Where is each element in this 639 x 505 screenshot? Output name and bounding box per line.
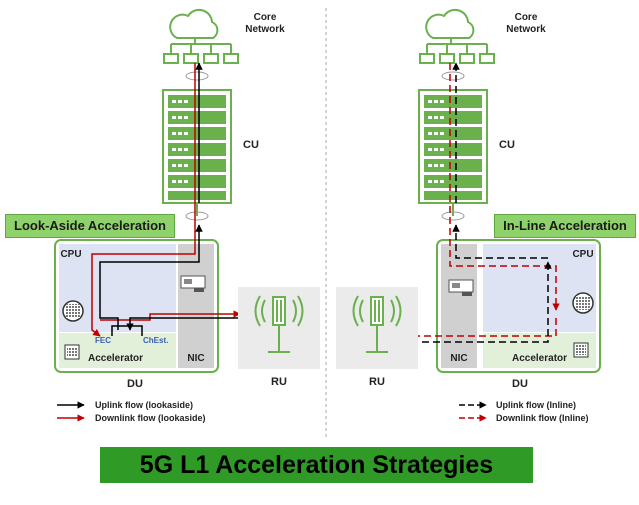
left-ru: RU xyxy=(238,287,320,388)
cloud-icon xyxy=(425,8,475,39)
left-du: CPU FEC ChEst. Accelerator NIC DU xyxy=(54,239,219,390)
du-label: DU xyxy=(512,378,528,390)
left-flows xyxy=(91,62,241,337)
right-du: CPU Accelerator NIC DU xyxy=(436,239,601,390)
nic-block xyxy=(178,244,214,368)
legend-uplink-label: Uplink flow (lookaside) xyxy=(95,400,193,410)
nic-label: NIC xyxy=(187,353,204,364)
cu-label: CU xyxy=(243,139,259,151)
left-cu-rack: CU xyxy=(162,71,259,221)
cloud-icon xyxy=(169,8,219,39)
rack-units xyxy=(424,95,482,200)
cpu-label: CPU xyxy=(60,249,81,260)
rack-units xyxy=(168,95,226,200)
accelerator-label: Accelerator xyxy=(512,353,567,364)
cpu-chip-icon xyxy=(62,300,84,322)
nic-card-icon xyxy=(180,275,206,292)
core-network-label-line1: Core xyxy=(254,12,277,23)
antenna-icon xyxy=(254,295,304,353)
core-network-label-line1: Core xyxy=(515,12,538,23)
left-core-network: Core Network xyxy=(163,8,285,64)
accelerator-chip-icon xyxy=(64,344,80,360)
page-title: 5G L1 Acceleration Strategies xyxy=(100,447,533,483)
accelerator-label: Accelerator xyxy=(88,353,143,364)
cu-label: CU xyxy=(499,139,515,151)
chest-label: ChEst. xyxy=(143,336,168,345)
right-cu-rack: CU xyxy=(418,71,515,221)
right-core-network: Core Network xyxy=(419,8,546,64)
right-flows xyxy=(399,62,560,343)
antenna-icon xyxy=(352,295,402,353)
core-network-label-line2: Network xyxy=(245,24,285,35)
cpu-label: CPU xyxy=(572,249,593,260)
nic-label: NIC xyxy=(450,353,467,364)
du-label: DU xyxy=(127,378,143,390)
legend-uplink-label: Uplink flow (Inline) xyxy=(496,400,576,410)
right-ru: RU xyxy=(336,287,418,388)
accelerator-chip-icon xyxy=(573,342,589,358)
fec-label: FEC xyxy=(95,336,111,345)
right-legend: Uplink flow (Inline) Downlink flow (Inli… xyxy=(459,400,589,423)
in-line-title: In-Line Acceleration xyxy=(494,214,636,238)
legend-downlink-label: Downlink flow (Inline) xyxy=(496,413,589,423)
cpu-chip-icon xyxy=(572,292,594,314)
left-legend: Uplink flow (lookaside) Downlink flow (l… xyxy=(57,400,206,423)
core-network-label-line2: Network xyxy=(506,24,546,35)
nic-card-icon xyxy=(448,279,474,296)
ru-label: RU xyxy=(369,376,385,388)
ru-label: RU xyxy=(271,376,287,388)
look-aside-title: Look-Aside Acceleration xyxy=(5,214,175,238)
nic-block xyxy=(441,244,477,368)
legend-downlink-label: Downlink flow (lookaside) xyxy=(95,413,206,423)
